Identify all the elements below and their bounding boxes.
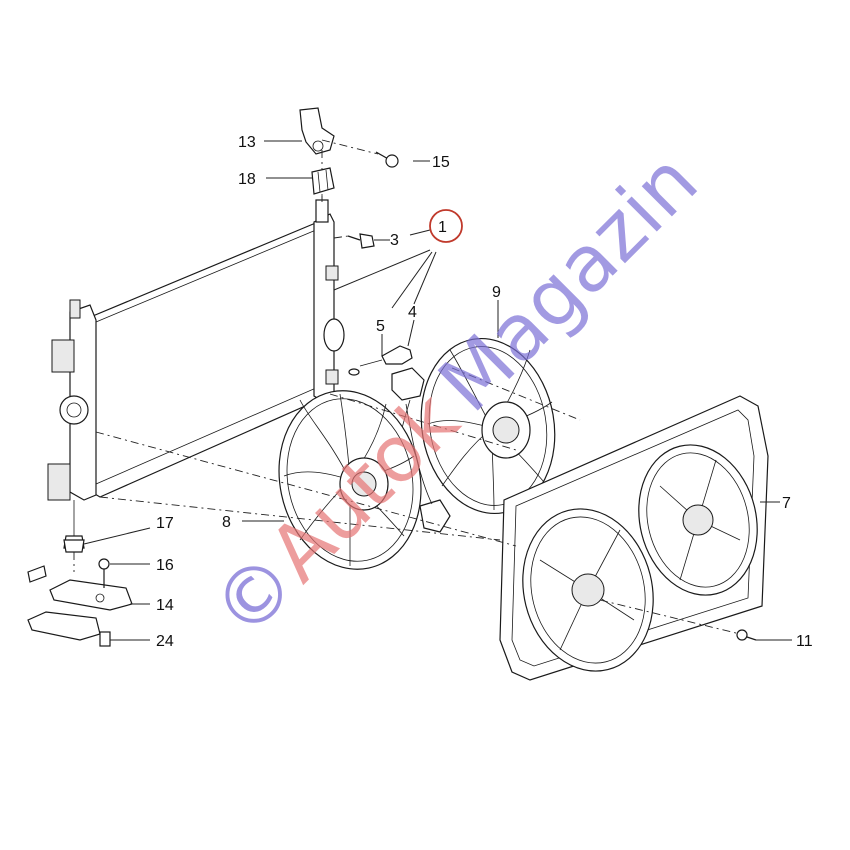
callout-18: 18 bbox=[238, 171, 256, 188]
callout-24: 24 bbox=[156, 633, 174, 650]
upper-bracket-13 bbox=[299, 107, 335, 155]
callout-labels: 1 3 4 5 7 8 9 11 13 14 15 16 17 18 24 bbox=[156, 134, 813, 650]
callout-1: 1 bbox=[438, 219, 447, 236]
callout-7: 7 bbox=[782, 495, 791, 512]
leader-lines bbox=[83, 140, 792, 641]
bolt-11 bbox=[736, 629, 757, 641]
callout-4: 4 bbox=[408, 304, 417, 321]
lower-bracket-24 bbox=[27, 611, 101, 641]
sensor-4-5 bbox=[348, 345, 413, 376]
bolt-15 bbox=[375, 151, 399, 168]
callout-8: 8 bbox=[222, 514, 231, 531]
bolt-3 bbox=[347, 233, 375, 249]
callout-1-circle bbox=[429, 209, 463, 243]
lower-mount-17 bbox=[63, 539, 85, 553]
callout-17: 17 bbox=[156, 515, 174, 532]
callout-11: 11 bbox=[796, 633, 813, 650]
upper-mount-18 bbox=[311, 167, 335, 200]
bolt-16 bbox=[98, 558, 110, 588]
callout-5: 5 bbox=[376, 318, 385, 335]
isolator-piece bbox=[27, 565, 47, 583]
lower-bracket-14 bbox=[49, 579, 133, 611]
watermark-magazin: Magazin bbox=[422, 136, 715, 429]
assembly-lines bbox=[73, 139, 741, 635]
wiring-connector bbox=[391, 367, 451, 533]
callout-15: 15 bbox=[432, 154, 450, 171]
callout-14: 14 bbox=[156, 597, 174, 614]
callout-9: 9 bbox=[492, 284, 501, 301]
fan-9 bbox=[420, 337, 556, 515]
callout-3: 3 bbox=[390, 232, 399, 249]
radiator bbox=[47, 199, 345, 549]
fan-8 bbox=[278, 390, 422, 570]
callout-16: 16 bbox=[156, 557, 174, 574]
spring-24 bbox=[99, 631, 111, 647]
callout-13: 13 bbox=[238, 134, 256, 151]
fan-shroud-7 bbox=[499, 395, 769, 681]
